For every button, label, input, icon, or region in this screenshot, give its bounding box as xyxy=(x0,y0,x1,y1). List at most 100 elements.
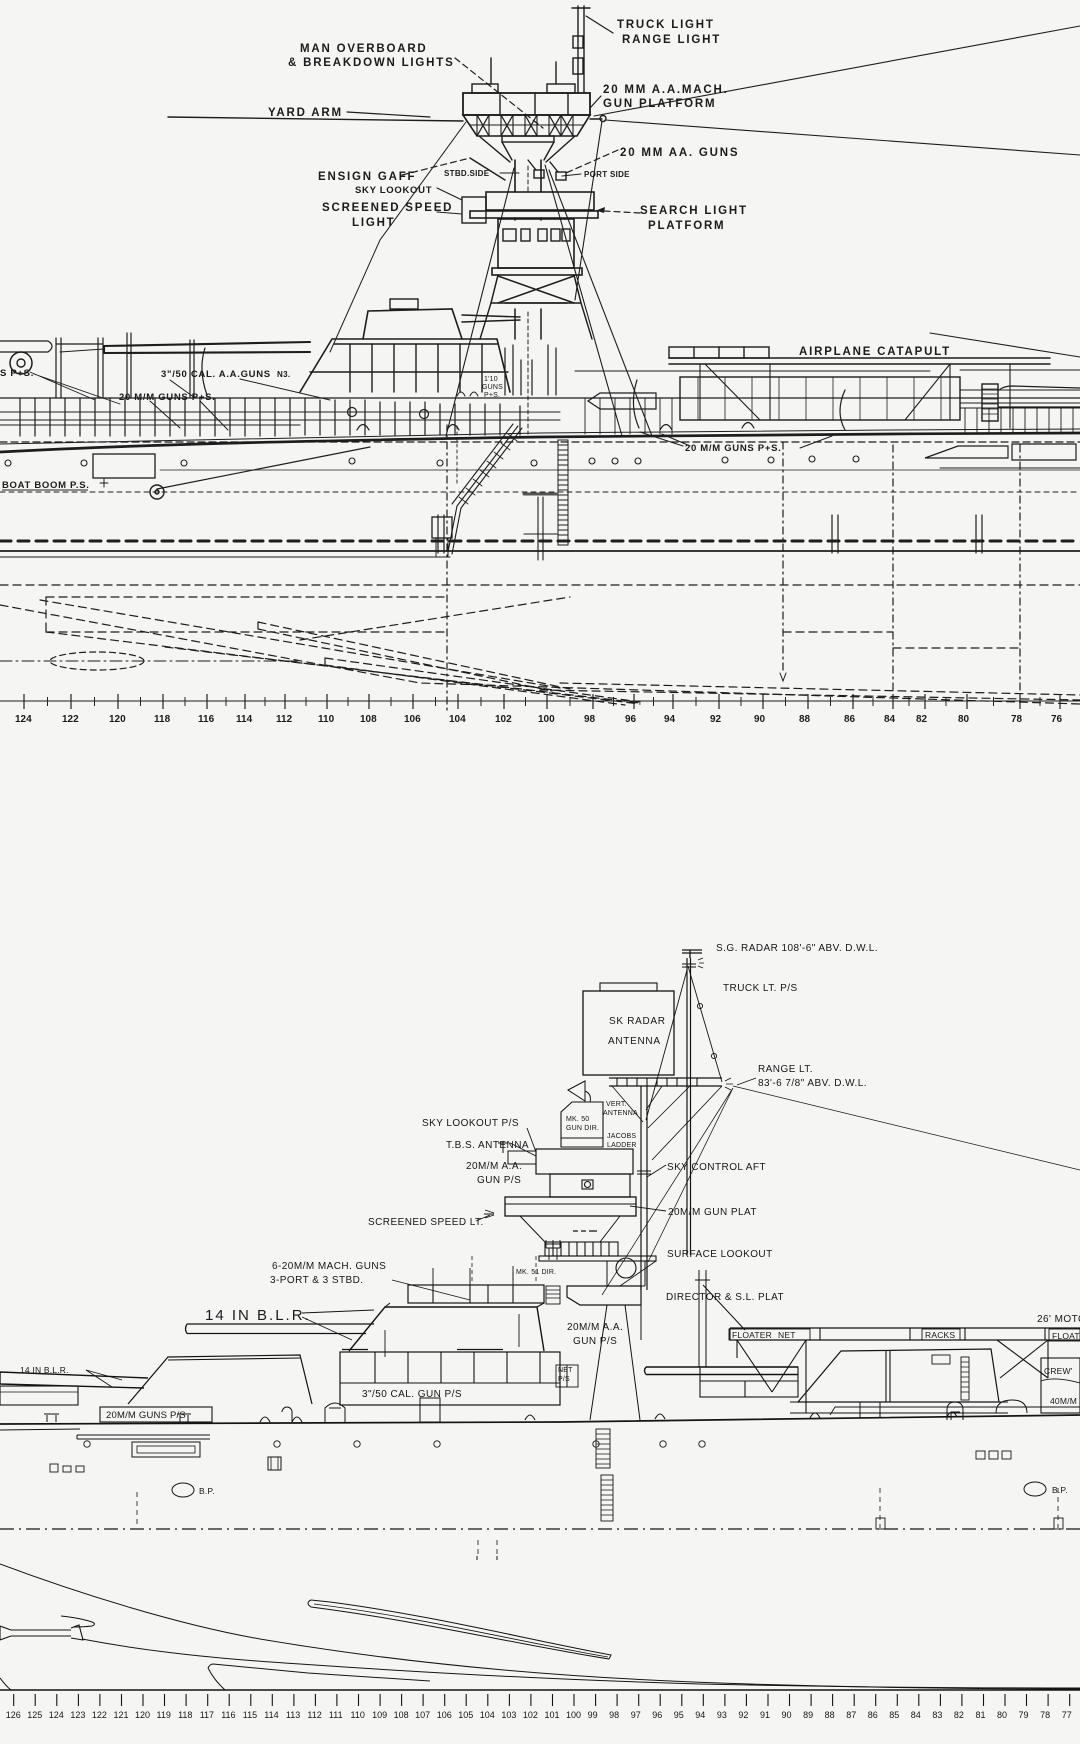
svg-text:PORT SIDE: PORT SIDE xyxy=(584,170,630,179)
svg-text:91: 91 xyxy=(760,1710,770,1720)
svg-text:98: 98 xyxy=(609,1710,619,1720)
svg-text:122: 122 xyxy=(92,1710,107,1720)
svg-text:SK RADAR: SK RADAR xyxy=(609,1016,666,1027)
svg-text:101: 101 xyxy=(545,1710,560,1720)
svg-text:SEARCH LIGHT: SEARCH LIGHT xyxy=(640,205,748,217)
svg-text:MAN OVERBOARD: MAN OVERBOARD xyxy=(300,43,428,55)
svg-text:107: 107 xyxy=(415,1710,430,1720)
svg-text:SCREENED SPEED LT.: SCREENED SPEED LT. xyxy=(368,1217,484,1228)
svg-text:T.B.S. ANTENNA: T.B.S. ANTENNA xyxy=(446,1140,529,1151)
svg-text:AIRPLANE CATAPULT: AIRPLANE CATAPULT xyxy=(799,346,951,358)
svg-text:BOAT BOOM P.S.: BOAT BOOM P.S. xyxy=(2,480,90,491)
svg-text:114: 114 xyxy=(236,714,253,725)
svg-text:DIRECTOR & S.L. PLAT: DIRECTOR & S.L. PLAT xyxy=(666,1292,784,1303)
svg-text:88: 88 xyxy=(799,714,811,725)
svg-text:95: 95 xyxy=(674,1710,684,1720)
svg-text:87: 87 xyxy=(846,1710,856,1720)
svg-text:RANGE LIGHT: RANGE LIGHT xyxy=(622,34,721,46)
svg-text:92: 92 xyxy=(710,714,722,725)
svg-text:83: 83 xyxy=(932,1710,942,1720)
svg-text:117: 117 xyxy=(200,1710,214,1720)
svg-text:110: 110 xyxy=(351,1710,365,1720)
svg-text:ANTENNA: ANTENNA xyxy=(603,1110,638,1117)
svg-text:GUN PLATFORM: GUN PLATFORM xyxy=(603,98,716,110)
svg-text:108: 108 xyxy=(360,714,377,725)
svg-text:115: 115 xyxy=(243,1710,257,1720)
svg-text:124: 124 xyxy=(15,714,32,725)
svg-text:NET: NET xyxy=(558,1367,573,1374)
svg-text:SKY LOOKOUT P/S: SKY LOOKOUT P/S xyxy=(422,1118,519,1129)
svg-text:GUNS: GUNS xyxy=(482,384,503,391)
svg-text:20 M/M GUNS P+S.: 20 M/M GUNS P+S. xyxy=(119,392,215,403)
svg-text:105: 105 xyxy=(458,1710,473,1720)
svg-text:124: 124 xyxy=(49,1710,64,1720)
svg-text:90: 90 xyxy=(782,1710,792,1720)
svg-text:GUN P/S: GUN P/S xyxy=(477,1175,521,1186)
svg-text:85: 85 xyxy=(889,1710,899,1720)
svg-text:20M/M A.A.: 20M/M A.A. xyxy=(466,1161,522,1172)
svg-text:119: 119 xyxy=(157,1710,171,1720)
svg-text:GUN P/S: GUN P/S xyxy=(573,1336,617,1347)
svg-text:CREW': CREW' xyxy=(1044,1366,1073,1376)
svg-text:80: 80 xyxy=(997,1710,1007,1720)
svg-text:86: 86 xyxy=(868,1710,878,1720)
svg-text:SKY CONTROL AFT: SKY CONTROL AFT xyxy=(667,1162,766,1173)
svg-text:116: 116 xyxy=(221,1710,235,1720)
svg-text:98: 98 xyxy=(584,714,596,725)
svg-text:P+S.: P+S. xyxy=(484,392,500,399)
svg-text:78: 78 xyxy=(1011,714,1023,725)
svg-text:116: 116 xyxy=(198,714,215,725)
svg-text:VERT.: VERT. xyxy=(606,1101,627,1108)
svg-text:100: 100 xyxy=(566,1710,581,1720)
svg-text:126: 126 xyxy=(6,1710,21,1720)
svg-text:76: 76 xyxy=(1051,714,1063,725)
svg-text:120: 120 xyxy=(135,1710,150,1720)
svg-text:84: 84 xyxy=(911,1710,921,1720)
svg-text:102: 102 xyxy=(523,1710,538,1720)
svg-text:84: 84 xyxy=(884,714,896,725)
svg-text:83'-6 7/8" ABV. D.W.L.: 83'-6 7/8" ABV. D.W.L. xyxy=(758,1078,867,1089)
svg-text:100: 100 xyxy=(538,714,555,725)
svg-text:ANTENNA: ANTENNA xyxy=(608,1036,661,1047)
svg-text:125: 125 xyxy=(27,1710,42,1720)
svg-text:81: 81 xyxy=(976,1710,986,1720)
svg-text:112: 112 xyxy=(276,714,293,725)
svg-text:SURFACE LOOKOUT: SURFACE LOOKOUT xyxy=(667,1249,773,1260)
svg-text:GUN DIR.: GUN DIR. xyxy=(566,1125,599,1132)
svg-text:90: 90 xyxy=(754,714,766,725)
svg-text:103: 103 xyxy=(501,1710,516,1720)
svg-text:& BREAKDOWN LIGHTS: & BREAKDOWN LIGHTS xyxy=(288,57,455,69)
svg-text:SCREENED SPEED: SCREENED SPEED xyxy=(322,202,453,214)
svg-text:NET: NET xyxy=(778,1330,796,1340)
svg-text:82: 82 xyxy=(954,1710,964,1720)
svg-text:106: 106 xyxy=(437,1710,452,1720)
svg-text:JACOBS: JACOBS xyxy=(607,1133,636,1140)
svg-text:121: 121 xyxy=(114,1710,129,1720)
svg-text:20M/M A.A.: 20M/M A.A. xyxy=(567,1322,623,1333)
svg-text:20 MM A.A.MACH.: 20 MM A.A.MACH. xyxy=(603,84,729,96)
svg-text:120: 120 xyxy=(109,714,126,725)
svg-text:20 M/M GUNS P+S.: 20 M/M GUNS P+S. xyxy=(685,443,781,454)
svg-text:1'10: 1'10 xyxy=(484,376,498,383)
svg-text:92: 92 xyxy=(738,1710,748,1720)
svg-text:LADDER: LADDER xyxy=(607,1142,637,1149)
svg-text:102: 102 xyxy=(495,714,512,725)
svg-text:80: 80 xyxy=(958,714,970,725)
svg-text:3"/50 CAL. A.A.GUNS: 3"/50 CAL. A.A.GUNS xyxy=(161,369,271,380)
svg-text:B.P.: B.P. xyxy=(199,1486,215,1496)
svg-text:3"/50 CAL. GUN P/S: 3"/50 CAL. GUN P/S xyxy=(362,1389,462,1400)
svg-text:TRUCK LIGHT: TRUCK LIGHT xyxy=(617,19,715,31)
svg-text:MK. 50: MK. 50 xyxy=(566,1116,589,1123)
svg-text:118: 118 xyxy=(178,1710,192,1720)
svg-text:82: 82 xyxy=(916,714,928,725)
svg-text:94: 94 xyxy=(695,1710,705,1720)
svg-text:FLOATER: FLOATER xyxy=(1052,1331,1080,1341)
svg-text:88: 88 xyxy=(825,1710,835,1720)
svg-text:114: 114 xyxy=(264,1710,278,1720)
svg-text:110: 110 xyxy=(318,714,335,725)
svg-text:94: 94 xyxy=(664,714,676,725)
svg-text:112: 112 xyxy=(307,1710,321,1720)
svg-text:99: 99 xyxy=(588,1710,598,1720)
svg-text:96: 96 xyxy=(652,1710,662,1720)
svg-text:86: 86 xyxy=(844,714,856,725)
